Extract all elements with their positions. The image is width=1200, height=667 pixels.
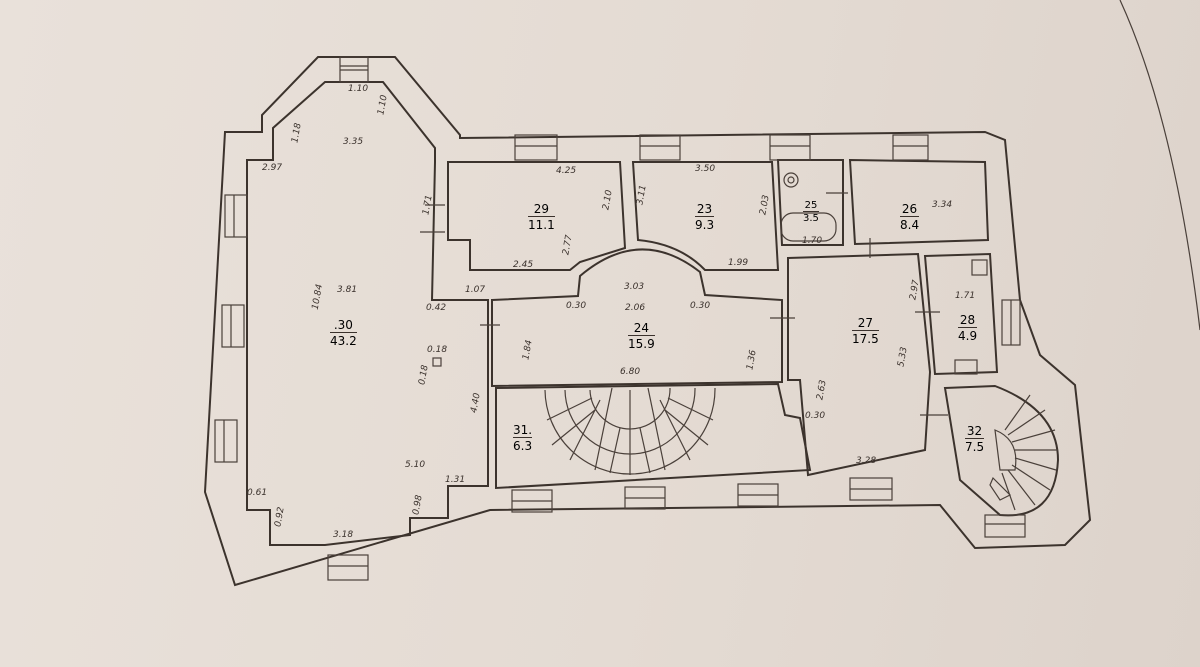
dimension-label: 0.18 xyxy=(427,345,448,355)
dimension-label: 1.10 xyxy=(348,84,369,94)
room-area: 43.2 xyxy=(330,332,357,348)
room-area: 9.3 xyxy=(695,216,715,232)
room-number: 28 xyxy=(959,313,976,327)
dimension-label: 3.81 xyxy=(337,285,358,295)
dimension-label: 2.06 xyxy=(625,303,646,313)
room-number: 31. xyxy=(513,423,533,437)
dimension-label: 3.03 xyxy=(624,282,645,292)
room-32-outline xyxy=(943,384,1060,517)
room-number: 29 xyxy=(533,202,549,216)
room-number: 23 xyxy=(696,202,713,216)
dimension-label: 3.34 xyxy=(932,200,953,210)
room-number: 32 xyxy=(966,424,983,438)
room-number: 25 xyxy=(804,200,818,211)
bathtub xyxy=(780,212,837,242)
room-32-label: 32 7.5 xyxy=(965,424,985,454)
door-marks xyxy=(420,192,948,416)
dimension-label: 0.42 xyxy=(426,303,447,313)
room-area: 15.9 xyxy=(628,335,655,351)
sink-fixture xyxy=(971,259,988,276)
room-23-label: 23 9.3 xyxy=(695,202,715,232)
room-area: 6.3 xyxy=(513,437,533,453)
dimension-label: 3.18 xyxy=(333,530,354,540)
dimension-label: 1.31 xyxy=(445,475,466,485)
dimension-label: 0.30 xyxy=(566,301,587,311)
column-marker xyxy=(432,357,442,367)
room-25-label: 25 3.5 xyxy=(803,200,819,224)
room-23-outline xyxy=(631,161,780,271)
room-24-outline xyxy=(491,248,783,388)
room-27-label: 27 17.5 xyxy=(852,316,879,346)
room-24-label: 24 15.9 xyxy=(628,321,655,351)
room-area: 7.5 xyxy=(965,438,985,454)
dimension-label: 1.71 xyxy=(955,291,976,301)
room-number: 27 xyxy=(857,316,873,330)
room-29-label: 29 11.1 xyxy=(528,202,555,232)
outer-wall xyxy=(203,56,1092,587)
dimension-label: 1.70 xyxy=(802,236,823,246)
dimension-label: 0.30 xyxy=(805,411,826,421)
paper-edge-line xyxy=(1119,0,1200,331)
room-number: .30 xyxy=(333,318,353,332)
room-27-outline xyxy=(787,252,932,477)
room-26-outline xyxy=(848,158,990,246)
room-28-label: 28 4.9 xyxy=(958,313,978,343)
room-area: 3.5 xyxy=(803,211,819,224)
dimension-label: 5.10 xyxy=(405,460,426,470)
room-31-label: 31. 6.3 xyxy=(513,423,533,453)
toilet-fixture xyxy=(783,172,799,188)
room-number: 24 xyxy=(633,321,649,335)
dimension-label: 1.99 xyxy=(728,258,749,268)
dimension-label: 3.35 xyxy=(343,137,364,147)
room-26-label: 26 8.4 xyxy=(900,202,920,232)
room-number: 26 xyxy=(901,202,918,216)
dimension-label: 2.45 xyxy=(513,260,534,270)
room-29-outline xyxy=(447,161,627,271)
dimension-label: 1.07 xyxy=(465,285,486,295)
room-area: 11.1 xyxy=(528,216,555,232)
dimension-label: 6.80 xyxy=(620,367,641,377)
room-area: 8.4 xyxy=(900,216,920,232)
windows xyxy=(214,56,1026,581)
room-area: 17.5 xyxy=(852,330,879,346)
dimension-label: 3.50 xyxy=(695,164,716,174)
staircase-semicircular xyxy=(544,387,716,475)
dimension-label: 2.97 xyxy=(262,163,283,173)
room-30-outline xyxy=(246,81,489,546)
staircase-spiral xyxy=(989,394,1058,511)
room-31-outline xyxy=(495,382,812,490)
room-25-outline xyxy=(776,159,844,246)
room-30-label: .30 43.2 xyxy=(330,318,357,348)
dimension-label: 4.25 xyxy=(556,166,577,176)
room-area: 4.9 xyxy=(958,327,978,343)
dimension-label: 0.30 xyxy=(690,301,711,311)
dimension-label: 3.28 xyxy=(856,456,877,466)
room-28-outline xyxy=(923,252,999,376)
dimension-label: 0.61 xyxy=(247,488,268,498)
